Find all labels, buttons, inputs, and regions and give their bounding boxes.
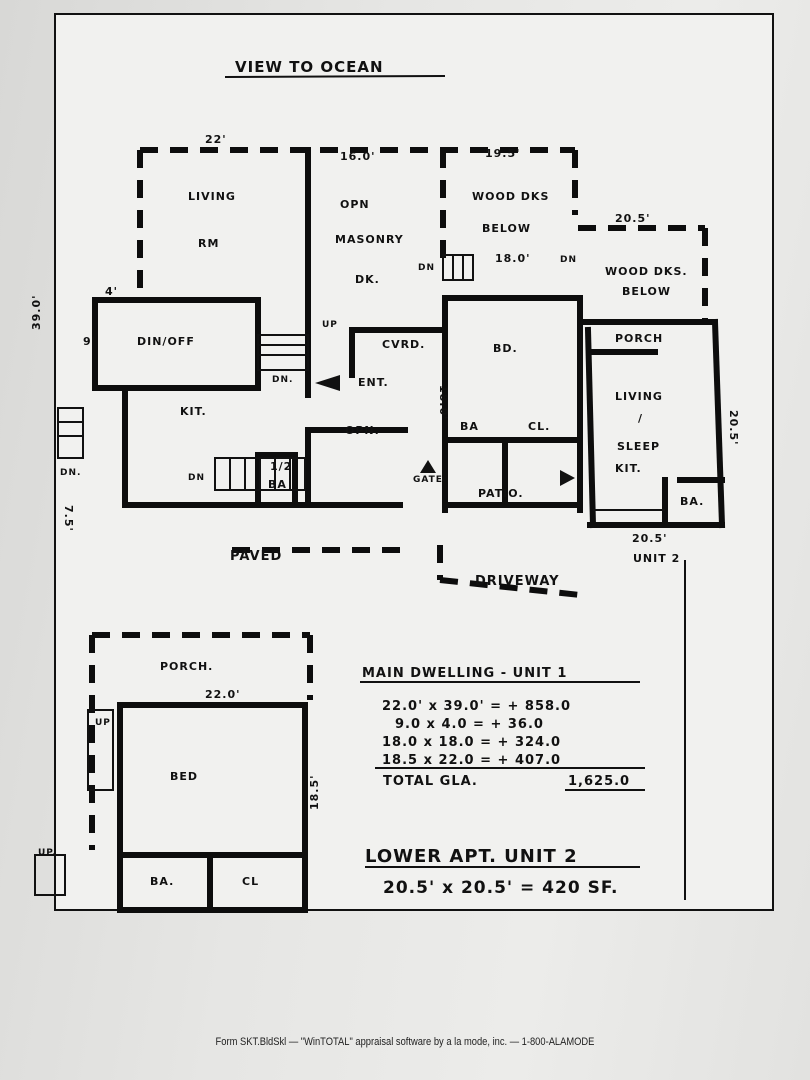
room-label-sleep: SLEEP (617, 440, 660, 453)
room-label-cl: CL. (528, 420, 550, 433)
dim-top-left: 22' (205, 133, 227, 146)
room-label-living: LIVING (188, 190, 236, 203)
room-label-cl-2: CL (242, 875, 259, 888)
room-label-kit: KIT. (180, 405, 207, 418)
gla-calculations: MAIN DWELLING - UNIT 1 22.0' x 39.0' = +… (360, 666, 645, 898)
stair-label-up-2: UP (95, 718, 111, 728)
patio-arrow-icon (560, 470, 575, 486)
calc-row: 22.0' x 39.0' = + 858.0 (382, 699, 571, 714)
room-label-ba-2: BA. (680, 495, 704, 508)
stair-label-dn-2: DN (188, 473, 205, 483)
room-label-ba-3: BA. (150, 875, 174, 888)
calc-main-title: MAIN DWELLING - UNIT 1 (362, 666, 567, 681)
room-label-cvrd: CVRD. (382, 338, 425, 351)
room-label-gate: GATE (413, 475, 443, 485)
stairs (57, 254, 474, 491)
dim-left-vert: 7.5' (62, 505, 75, 532)
room-label-kit-2: KIT. (615, 462, 642, 475)
room-label-din-off: DIN/OFF (137, 335, 195, 348)
dim-lower-side: 18.5' (308, 774, 321, 810)
sheet-border (54, 13, 774, 911)
dim-bd-side: 18.0' (437, 385, 450, 421)
gate-arrow-icon (420, 460, 436, 473)
calc-row: 18.0 x 18.0 = + 324.0 (382, 735, 561, 750)
room-label-porch-2: PORCH. (160, 660, 213, 673)
entry-arrow-icon (315, 375, 340, 391)
dim-right-deck: 20.5' (615, 212, 651, 225)
lower-unit-walls (34, 632, 313, 913)
room-label-ent: ENT. (358, 376, 389, 389)
dim-lower-top: 22.0' (205, 688, 241, 701)
room-label-opn: OPN (340, 198, 370, 211)
stair-label-up: UP (322, 320, 338, 330)
room-label-half-ba: BA (268, 478, 287, 491)
dim-unit2-side: 20.5' (727, 410, 740, 446)
calc-row: 18.5 x 22.0 = + 407.0 (382, 753, 561, 768)
plan-title: VIEW TO OCEAN (235, 58, 384, 76)
dim-left-side: 39.0' (30, 294, 43, 330)
unit1-walls (92, 147, 708, 598)
title-underline (224, 75, 446, 78)
room-label-below: BELOW (482, 222, 531, 235)
room-label-half: 1/2 (270, 460, 292, 473)
dim-unit2-bottom: 20.5' (632, 532, 668, 545)
unit2-walls (582, 318, 726, 529)
dim-eighteen: 18.0' (495, 252, 531, 265)
room-label-patio: PATIO. (478, 487, 524, 500)
calc-lower-area: 20.5' x 20.5' = 420 SF. (383, 878, 618, 898)
room-label-bd: BD. (493, 342, 518, 355)
room-label-slash: / (638, 412, 643, 425)
dim-four: 4' (105, 285, 118, 298)
room-label-living-2: LIVING (615, 390, 663, 403)
stair-label-dn-4: DN. (60, 468, 81, 478)
calc-row: 9.0 x 4.0 = + 36.0 (395, 717, 544, 732)
dim-top-mid: 16.0' (340, 150, 376, 163)
room-label-wood-dks: WOOD DKS (472, 190, 549, 203)
stair-label-up-3: UP. (38, 848, 57, 858)
calc-total-value: 1,625.0 (568, 774, 630, 789)
form-footer: Form SKT.BldSkl — "WinTOTAL" appraisal s… (215, 1036, 595, 1048)
room-label-below-2: BELOW (622, 285, 671, 298)
dim-nine: 9' (83, 335, 96, 348)
room-label-unit2: UNIT 2 (633, 552, 680, 565)
room-label-dk: DK. (355, 273, 380, 286)
calc-total-label: TOTAL GLA. (383, 774, 478, 789)
room-label-bd-ba: BA (460, 420, 479, 433)
room-label-rm: RM (198, 237, 219, 250)
room-label-masonry: MASONRY (335, 233, 404, 246)
stair-label-dn: DN. (272, 375, 293, 385)
room-label-bed: BED (170, 770, 198, 783)
room-label-opn-2: OPN. (345, 424, 380, 437)
label-paved: PAVED (230, 549, 282, 564)
label-driveway: DRIVEWAY (475, 574, 560, 589)
room-label-wood-dks-2: WOOD DKS. (605, 265, 688, 278)
stair-label-dn-3: DN (418, 263, 435, 273)
stair-label-dn-5: DN (560, 255, 577, 265)
room-label-porch: PORCH (615, 332, 663, 345)
calc-lower-title: LOWER APT. UNIT 2 (365, 846, 578, 867)
dim-top-right: 19.5' (485, 147, 521, 160)
